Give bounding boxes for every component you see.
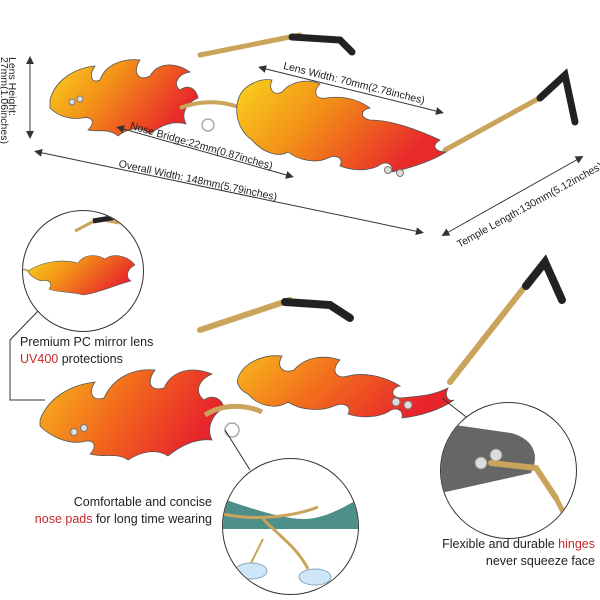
hinges-highlight: hinges	[558, 537, 595, 551]
top-temple-arm-left	[197, 32, 356, 58]
hinge-detail-circle	[440, 402, 577, 539]
overall-width-dim-line	[34, 148, 424, 236]
lens-width-dim-line	[258, 65, 444, 115]
temple-length-dim-line	[441, 156, 584, 236]
lens-detail-circle	[22, 210, 144, 332]
bottom-temple-arm-right	[447, 254, 566, 385]
lens-callout-rest: protections	[58, 352, 123, 366]
top-temple-arm-right	[442, 68, 579, 153]
nose-callout-line1: Comfortable and concise	[73, 495, 212, 509]
nose-pad-detail-circle	[222, 458, 359, 595]
bottom-temple-arm-left	[197, 297, 354, 333]
nose-callout-leader	[224, 429, 251, 471]
lens-height-value: 27mm(1.06inches)	[0, 57, 10, 144]
uv400-highlight: UV400	[20, 352, 59, 366]
bottom-right-flame-lens	[237, 355, 455, 419]
top-nose-bridge	[179, 100, 246, 112]
bottom-left-flame-lens	[39, 369, 225, 461]
hinge-callout-prefix: Flexible and durable	[442, 537, 559, 551]
hinge-callout-line2: never squeeze face	[485, 554, 595, 568]
hinge-callout: Flexible and durable hinges never squeez…	[410, 536, 595, 570]
lens-callout-line1: Premium PC mirror lens	[20, 335, 154, 349]
top-left-flame-lens	[49, 59, 199, 137]
bottom-nose-bridge	[203, 403, 264, 418]
nose-callout-rest: for long time wearing	[92, 512, 212, 526]
nose-callout: Comfortable and concise nose pads for lo…	[12, 494, 212, 528]
nose-pads-highlight: nose pads	[34, 512, 93, 526]
lens-callout: Premium PC mirror lens UV400 protections	[20, 334, 200, 368]
